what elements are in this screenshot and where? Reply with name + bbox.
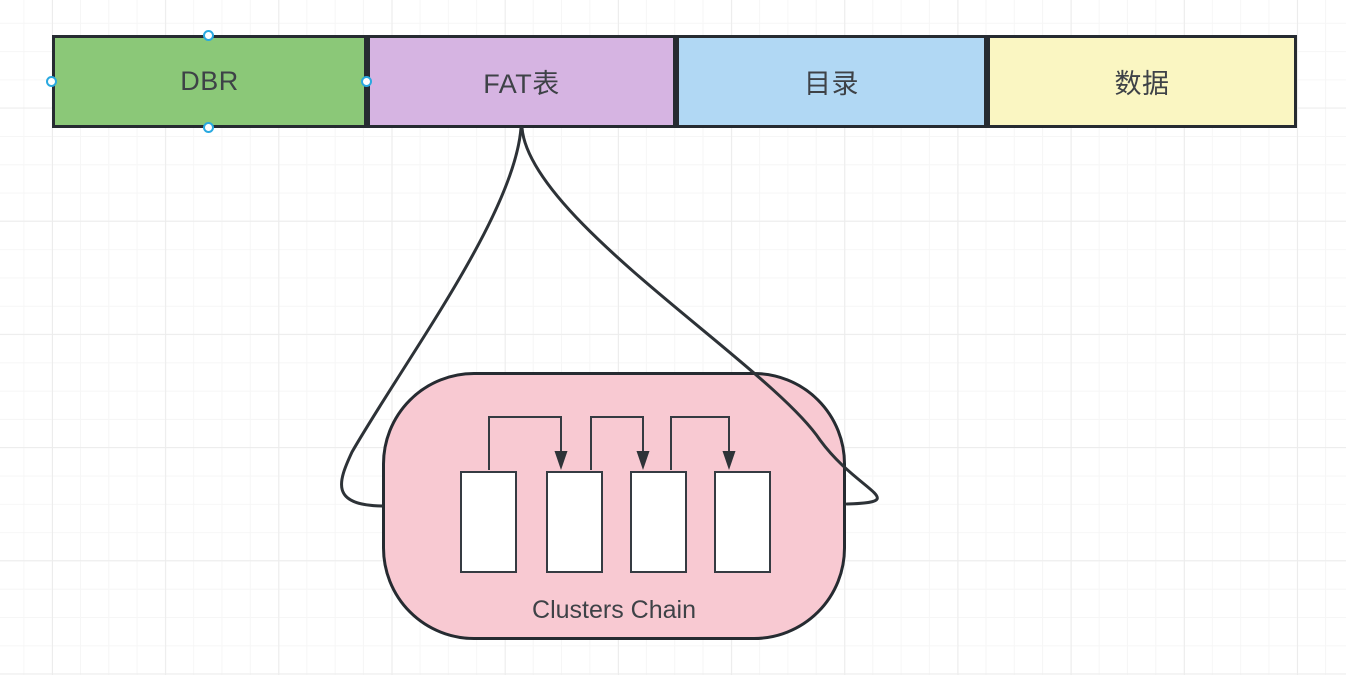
segment-data-label: 数据 bbox=[1114, 69, 1170, 99]
selection-handle-top[interactable] bbox=[203, 30, 214, 41]
cluster-rect[interactable] bbox=[460, 471, 517, 573]
selection-handle-right[interactable] bbox=[361, 75, 372, 87]
segment-directory[interactable]: 目录 bbox=[676, 35, 987, 128]
selection-handle-left[interactable] bbox=[46, 75, 57, 87]
clusters-chain-label: Clusters Chain bbox=[532, 596, 696, 624]
cluster-rect[interactable] bbox=[714, 471, 771, 573]
segment-fat-table[interactable]: FAT表 bbox=[367, 35, 676, 128]
cluster-rect[interactable] bbox=[546, 471, 603, 573]
segment-directory-label: 目录 bbox=[804, 69, 859, 99]
segment-dbr-label: DBR bbox=[180, 66, 239, 96]
segment-fat-table-label: FAT表 bbox=[483, 69, 560, 99]
segment-dbr[interactable]: DBR bbox=[52, 35, 367, 128]
segment-data[interactable]: 数据 bbox=[987, 35, 1297, 128]
cluster-rect[interactable] bbox=[630, 471, 687, 573]
selection-handle-bottom[interactable] bbox=[203, 121, 214, 133]
